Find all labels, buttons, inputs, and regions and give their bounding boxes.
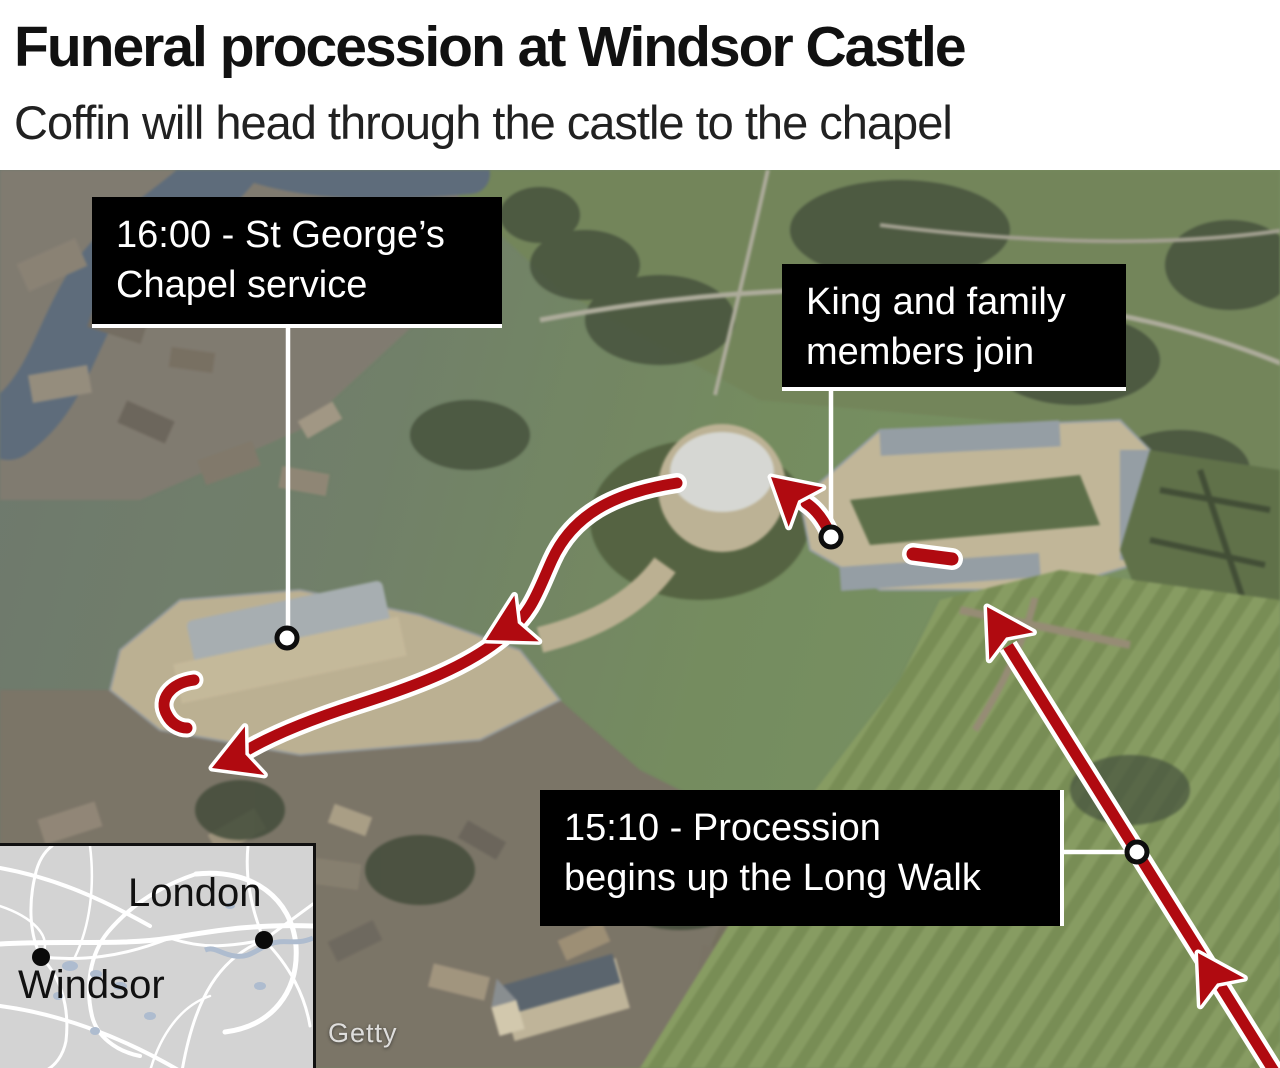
- arrowhead-icon: [208, 723, 268, 779]
- photo-credit: Getty: [328, 1018, 398, 1048]
- procession-route-overlay: [154, 328, 1280, 1068]
- route-dash: [902, 543, 963, 570]
- arrowhead-icon: [482, 591, 543, 645]
- header: Funeral procession at Windsor Castle Cof…: [0, 0, 1280, 170]
- page-title: Funeral procession at Windsor Castle: [14, 15, 967, 79]
- inset-label-london: London: [128, 871, 262, 915]
- route-long-walk: [999, 640, 1280, 1068]
- route-chapel-hook: [154, 670, 204, 738]
- inset-dot-london: [255, 931, 273, 949]
- arrowhead-icon: [767, 473, 827, 531]
- arrowhead-icon: [1194, 949, 1248, 1010]
- annotation-connector-lines: [285, 328, 1126, 855]
- map-markers: [274, 524, 1150, 865]
- marker-dot-long-walk: [1124, 839, 1150, 865]
- marker-dot-king: [818, 524, 844, 550]
- route-arrowheads: [208, 473, 1248, 1010]
- aerial-photo: 16:00 - St George’s Chapel service King …: [0, 170, 1280, 1068]
- inset-dot-windsor: [32, 948, 50, 966]
- page-subtitle: Coffin will head through the castle to t…: [14, 96, 953, 149]
- inset-map: London Windsor: [0, 843, 316, 1068]
- marker-dot-chapel: [274, 625, 300, 651]
- church: [491, 953, 630, 1042]
- inset-label-windsor: Windsor: [18, 963, 165, 1007]
- annotation-chapel-service: 16:00 - St George’s Chapel service: [92, 197, 502, 328]
- inset-map-roads: [0, 846, 313, 1068]
- annotation-king-joins: King and family members join: [782, 264, 1126, 391]
- annotation-procession-start: 15:10 - Procession begins up the Long Wa…: [540, 790, 1064, 926]
- route-castle-curve: [232, 473, 687, 763]
- arrowhead-icon: [983, 603, 1037, 664]
